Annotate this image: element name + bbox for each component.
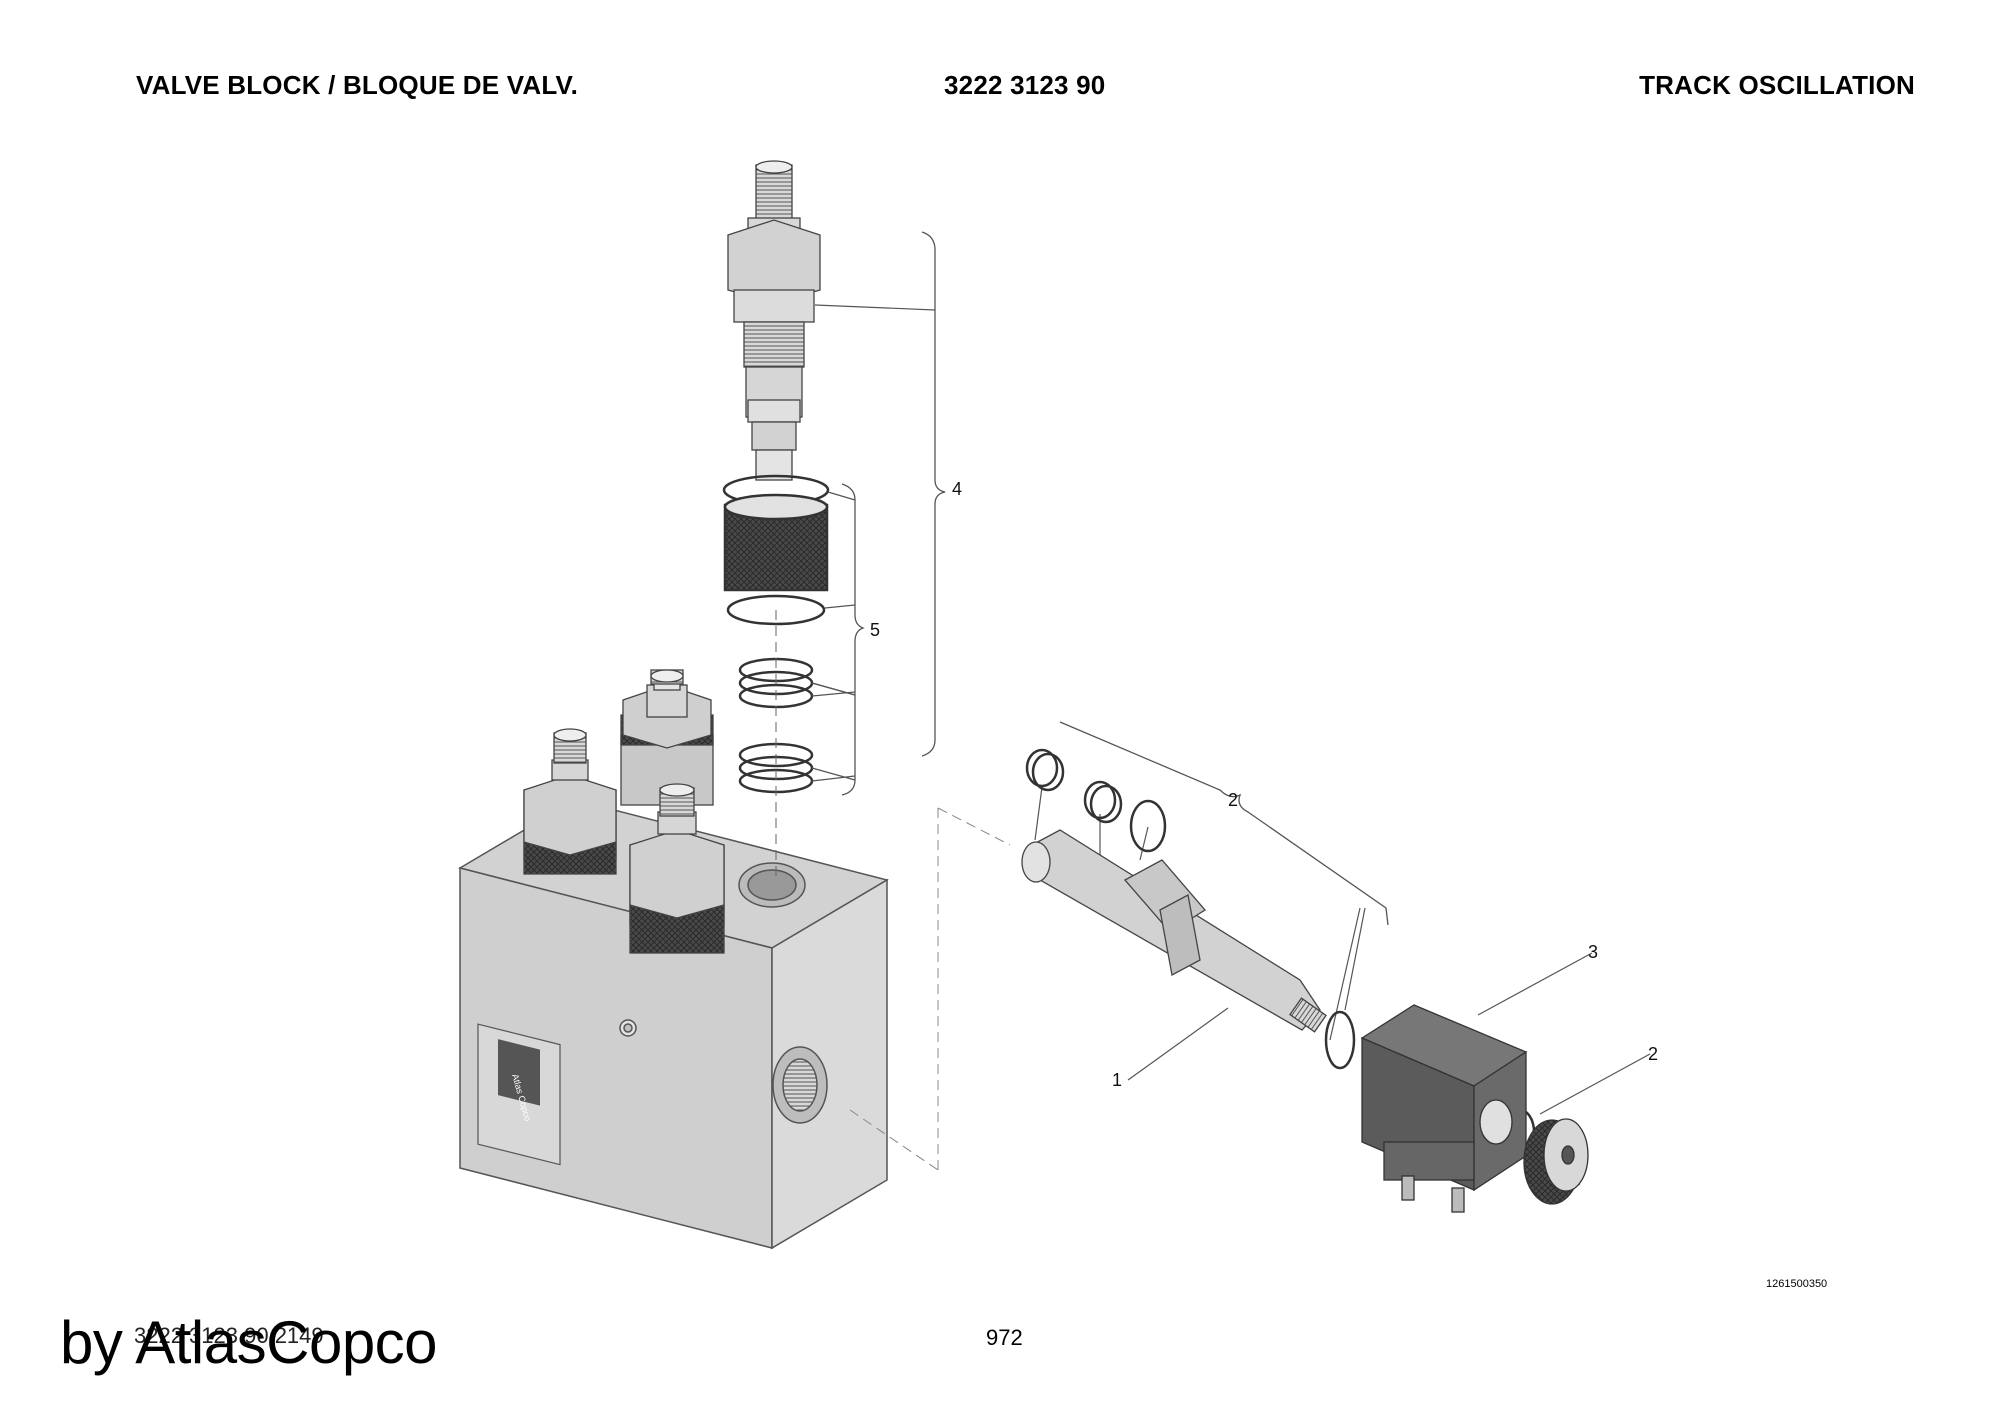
header-title: VALVE BLOCK / BLOQUE DE VALV. bbox=[136, 70, 579, 100]
callout-2-lower: 2 bbox=[1648, 1044, 1658, 1064]
mounted-valve-front bbox=[629, 783, 725, 954]
solenoid-coil bbox=[1360, 1004, 1528, 1213]
mounted-valve-rear bbox=[620, 669, 714, 806]
document-reference: 3222 3123 90 2149 bbox=[134, 1323, 324, 1348]
watermark-text: by AtlasCopco bbox=[60, 1309, 438, 1376]
callout-2-upper: 2 bbox=[1228, 790, 1238, 810]
header-section-title: TRACK OSCILLATION bbox=[1639, 70, 1915, 100]
callout-1: 1 bbox=[1112, 1070, 1122, 1090]
mounted-valve-left bbox=[523, 728, 617, 875]
leader-lines bbox=[811, 304, 1651, 1115]
bracket-item-5 bbox=[841, 483, 865, 796]
callout-5: 5 bbox=[870, 620, 880, 640]
bracket-item-4 bbox=[921, 231, 946, 757]
header-part-number: 3222 3123 90 bbox=[944, 70, 1106, 100]
atlas-copco-plate: Atlas Copco bbox=[477, 1023, 561, 1166]
drawing-number: 1261500350 bbox=[1766, 1278, 1828, 1290]
bracket-item-2-top bbox=[1059, 721, 1389, 926]
solenoid-cartridge bbox=[1021, 829, 1327, 1033]
knurled-nut bbox=[1523, 1118, 1589, 1205]
callout-4: 4 bbox=[952, 479, 962, 499]
page-number: 972 bbox=[986, 1325, 1023, 1350]
callout-3: 3 bbox=[1588, 942, 1598, 962]
cartridge-valve-exploded bbox=[727, 160, 821, 481]
